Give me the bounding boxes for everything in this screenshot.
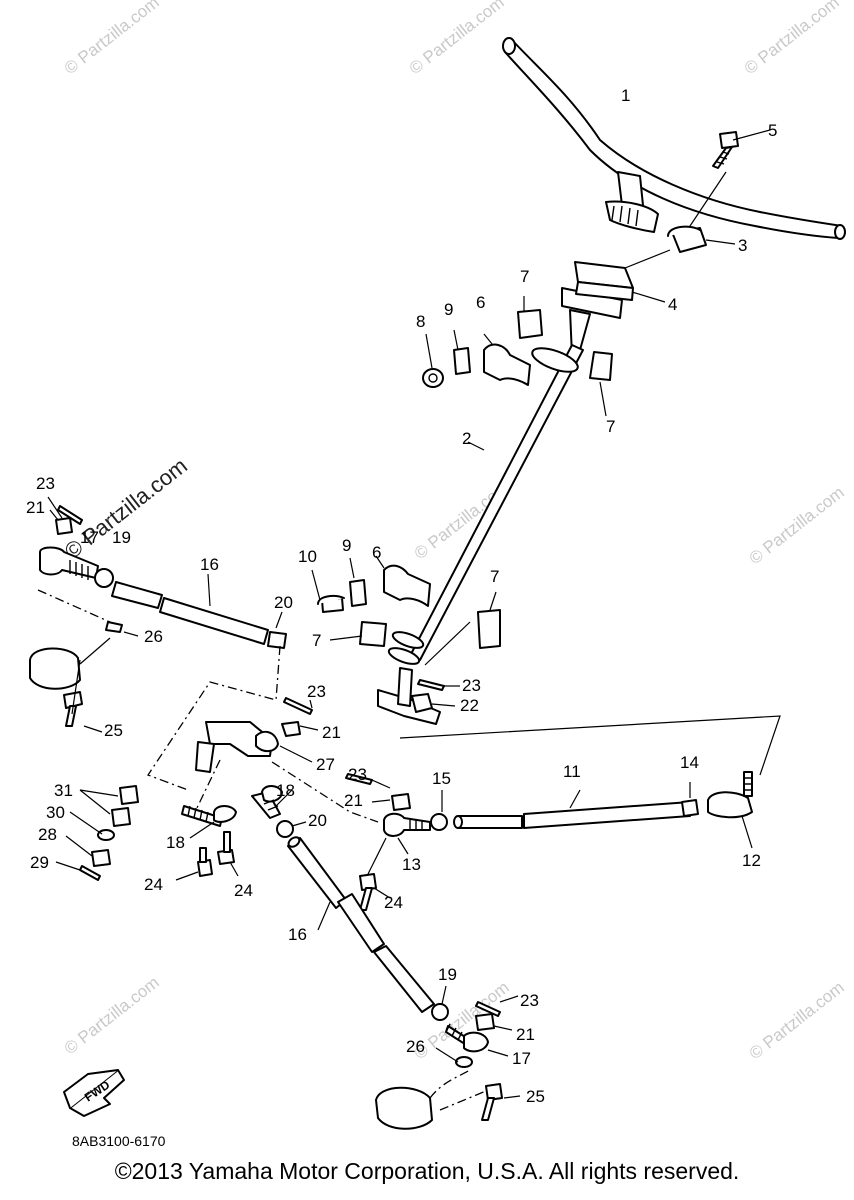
callout-number: 2 bbox=[462, 429, 471, 448]
callout-number: 1 bbox=[621, 86, 630, 105]
callout-labels: 1 5 3 7 4 8 9 6 7 2 23 21 17 19 16 6 9 1… bbox=[26, 86, 777, 1106]
callout-number: 25 bbox=[526, 1087, 545, 1106]
callout-number: 23 bbox=[462, 676, 481, 695]
callout-number: 13 bbox=[402, 855, 421, 874]
callout-number: 9 bbox=[342, 536, 351, 555]
watermark: © Partzilla.com bbox=[746, 483, 848, 569]
column-holder-upper bbox=[422, 296, 613, 417]
callout-number: 19 bbox=[438, 965, 457, 984]
callout-number: 21 bbox=[322, 723, 341, 742]
callout-number: 4 bbox=[668, 295, 677, 314]
callout-number: 12 bbox=[742, 851, 761, 870]
callout-number: 9 bbox=[444, 300, 453, 319]
callout-number: 15 bbox=[432, 769, 451, 788]
callout-number: 23 bbox=[36, 474, 55, 493]
callout-number: 6 bbox=[372, 543, 381, 562]
pitman-arm-assembly bbox=[147, 645, 379, 823]
watermark: © Partzilla.com bbox=[406, 0, 508, 78]
callout-number: 20 bbox=[274, 593, 293, 612]
callout-number: 30 bbox=[46, 803, 65, 822]
watermark: © Partzilla.com bbox=[741, 0, 843, 78]
callout-number: 31 bbox=[54, 781, 73, 800]
callout-number: 8 bbox=[416, 312, 425, 331]
callout-number: 16 bbox=[288, 925, 307, 944]
callout-number: 27 bbox=[316, 755, 335, 774]
callout-number: 23 bbox=[348, 765, 367, 784]
callout-number: 7 bbox=[606, 417, 615, 436]
watermark-bold: © Partzilla.com bbox=[60, 453, 192, 564]
callout-number: 6 bbox=[476, 293, 485, 312]
callout-number: 28 bbox=[38, 825, 57, 844]
callout-number: 7 bbox=[312, 631, 321, 650]
handlebar-holder-upper bbox=[667, 225, 736, 253]
callout-number: 26 bbox=[144, 627, 163, 646]
handlebar-holder-lower bbox=[561, 249, 671, 319]
callout-number: 23 bbox=[307, 682, 326, 701]
callout-number: 24 bbox=[234, 881, 253, 900]
steering-column bbox=[377, 309, 781, 776]
watermark: © Partzilla.com bbox=[61, 0, 163, 78]
callout-number: 17 bbox=[80, 528, 99, 547]
callout-number: 29 bbox=[30, 853, 49, 872]
diagram-code: 8AB3100-6170 bbox=[72, 1133, 166, 1149]
copyright-notice: ©2013 Yamaha Motor Corporation, U.S.A. A… bbox=[114, 1158, 740, 1184]
callout-number: 24 bbox=[384, 893, 403, 912]
watermark-layer: © Partzilla.com © Partzilla.com © Partzi… bbox=[60, 0, 848, 1063]
callout-number: 18 bbox=[276, 781, 295, 800]
tie-rod-left-upper bbox=[29, 496, 287, 733]
watermark: © Partzilla.com bbox=[61, 973, 163, 1059]
callout-number: 24 bbox=[144, 875, 163, 894]
callout-number: 21 bbox=[516, 1025, 535, 1044]
callout-number: 7 bbox=[490, 567, 499, 586]
callout-number: 10 bbox=[298, 547, 317, 566]
tie-rod-right-upper bbox=[345, 771, 753, 911]
pitman-hardware-left bbox=[55, 785, 139, 881]
callout-number: 26 bbox=[406, 1037, 425, 1056]
tie-rod-left-lower bbox=[287, 836, 521, 1130]
callout-number: 19 bbox=[112, 528, 131, 547]
callout-number: 23 bbox=[520, 991, 539, 1010]
handlebar bbox=[502, 37, 846, 240]
callout-number: 22 bbox=[460, 696, 479, 715]
callout-number: 21 bbox=[344, 791, 363, 810]
bolt-5 bbox=[685, 129, 771, 233]
callout-number: 11 bbox=[563, 762, 581, 781]
callout-number: 14 bbox=[680, 753, 699, 772]
callout-number: 18 bbox=[166, 833, 185, 852]
column-bottom-fasteners bbox=[411, 679, 460, 713]
callout-number: 3 bbox=[738, 236, 747, 255]
callout-number: 16 bbox=[200, 555, 219, 574]
callout-number: 21 bbox=[26, 498, 45, 517]
tie-rod-ends-middle bbox=[175, 785, 307, 881]
fwd-arrow: FWD bbox=[63, 1069, 125, 1117]
callout-number: 20 bbox=[308, 811, 327, 830]
callout-number: 7 bbox=[520, 267, 529, 286]
callout-number: 25 bbox=[104, 721, 123, 740]
watermark: © Partzilla.com bbox=[746, 978, 848, 1064]
watermark: © Partzilla.com bbox=[411, 978, 513, 1064]
column-holder-lower bbox=[311, 555, 501, 666]
callout-number: 17 bbox=[512, 1049, 531, 1068]
callout-number: 5 bbox=[768, 121, 777, 140]
